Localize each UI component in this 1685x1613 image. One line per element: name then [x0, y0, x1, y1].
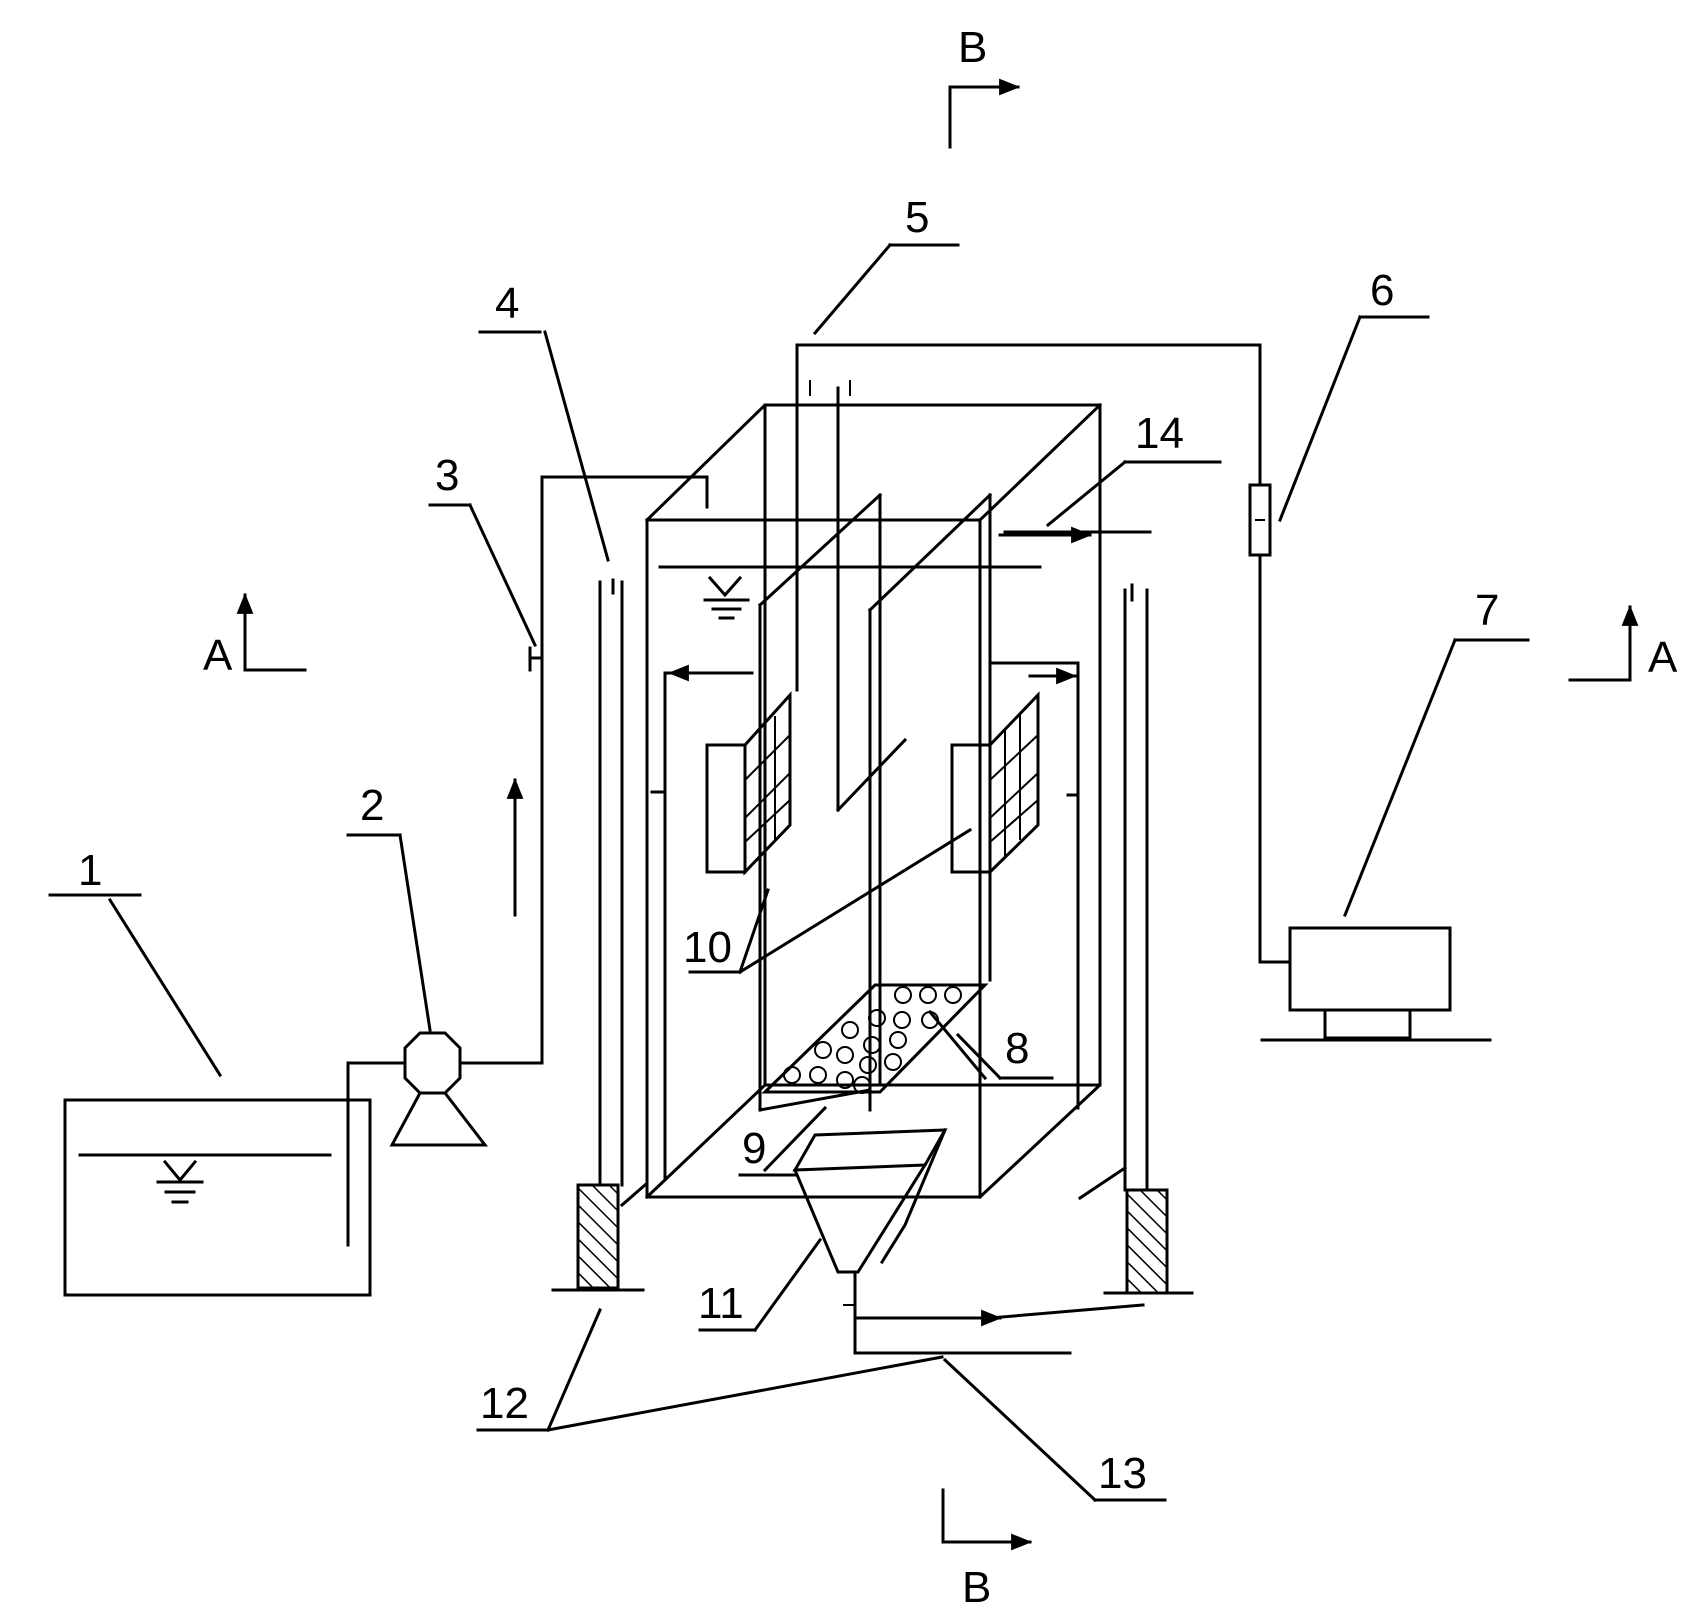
- pump: [389, 1031, 489, 1147]
- sludge-hopper: [792, 1128, 1145, 1355]
- label-6: 6: [1370, 266, 1394, 315]
- label-10: 10: [683, 923, 732, 972]
- section-mark-a-left: A: [203, 592, 307, 680]
- section-label-a-left: A: [203, 631, 233, 680]
- label-5: 5: [905, 193, 929, 242]
- water-tank: [63, 1098, 372, 1297]
- label-11: 11: [698, 1279, 744, 1328]
- leader-lines: [48, 242, 1530, 1503]
- feed-valve: [528, 646, 544, 672]
- label-8: 8: [1005, 1024, 1029, 1073]
- electrode-leads: [795, 343, 1262, 813]
- label-4: 4: [495, 279, 519, 328]
- section-label-b-bottom: B: [962, 1563, 991, 1612]
- section-label-b-top: B: [958, 23, 987, 72]
- label-2: 2: [360, 781, 384, 830]
- ammeter: [1248, 483, 1292, 964]
- label-9: 9: [742, 1124, 766, 1173]
- suction-pipe: [346, 1061, 407, 1247]
- left-electrode-posts: [551, 578, 648, 1292]
- label-12: 12: [480, 1379, 529, 1428]
- label-1: 1: [78, 846, 102, 895]
- label-13: 13: [1098, 1449, 1147, 1498]
- label-7: 7: [1475, 586, 1499, 635]
- right-electrode-posts: [1077, 583, 1194, 1295]
- label-14: 14: [1135, 409, 1184, 458]
- electrode-plate-right: [950, 691, 1040, 876]
- filler-bed: [761, 983, 989, 1094]
- left-circulation-loop: [650, 664, 754, 1180]
- outlet-arrow: [998, 526, 1152, 544]
- section-mark-b-bottom: B: [941, 1488, 1033, 1612]
- delivery-pipe: [458, 475, 709, 1065]
- inner-partitions: [757, 492, 993, 1112]
- reactor-box: [644, 402, 1103, 1200]
- right-circulation-loop: [988, 661, 1080, 1110]
- section-label-a-right: A: [1648, 633, 1678, 682]
- power-supply: [1260, 926, 1492, 1042]
- electrode-plate-left: [705, 691, 792, 876]
- label-3: 3: [435, 451, 459, 500]
- section-mark-b-top: B: [948, 23, 1021, 149]
- section-mark-a-right: A: [1568, 604, 1678, 682]
